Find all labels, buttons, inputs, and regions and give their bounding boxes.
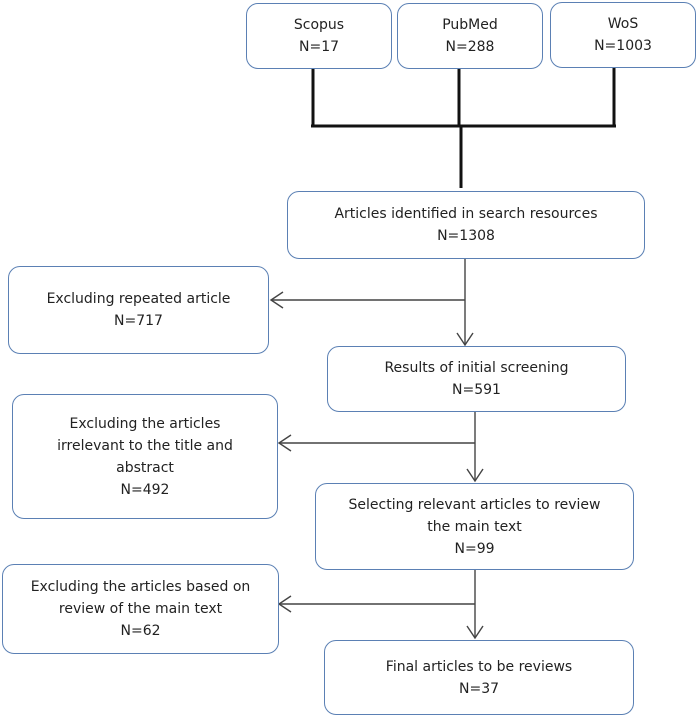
excluded-main-text-box: Excluding the articles based on review o… <box>2 564 279 654</box>
box-count: N=62 <box>120 623 161 639</box>
box-count: N=1308 <box>437 228 495 244</box>
box-text: Excluding repeated article <box>46 291 231 307</box>
source-name: Scopus <box>293 17 345 33</box>
box-text: irrelevant to the title and <box>57 437 233 454</box>
box-text: Excluding the articles based on <box>30 579 251 595</box>
box-count: N=492 <box>120 481 170 498</box>
box-count: N=99 <box>454 540 495 557</box>
excluded-repeated-box: Excluding repeated article N=717 <box>8 266 269 354</box>
source-scopus: Scopus N=17 <box>246 3 392 69</box>
box-text: the main text <box>427 518 522 535</box>
source-pubmed: PubMed N=288 <box>397 3 543 69</box>
box-count: N=591 <box>452 382 501 398</box>
box-count: N=717 <box>114 313 163 329</box>
box-text: Excluding the articles <box>69 415 221 432</box>
box-text: review of the main text <box>58 601 223 617</box>
source-count: N=1003 <box>594 38 652 54</box>
source-wos: WoS N=1003 <box>550 2 696 68</box>
box-text: Selecting relevant articles to review <box>348 496 601 513</box>
source-count: N=288 <box>445 39 495 55</box>
final-articles-box: Final articles to be reviews N=37 <box>324 640 634 715</box>
box-text: Results of initial screening <box>384 360 569 376</box>
initial-screening-box: Results of initial screening N=591 <box>327 346 626 412</box>
box-count: N=37 <box>458 680 500 697</box>
source-count: N=17 <box>298 39 340 55</box>
selecting-box: Selecting relevant articles to review th… <box>315 483 634 570</box>
box-text: abstract <box>116 459 174 476</box>
source-name: PubMed <box>442 17 498 33</box>
excluded-irrelevant-box: Excluding the articles irrelevant to the… <box>12 394 278 519</box>
source-name: WoS <box>607 16 639 32</box>
identified-box: Articles identified in search resources … <box>287 191 645 259</box>
box-text: Articles identified in search resources <box>334 206 598 222</box>
box-text: Final articles to be reviews <box>385 658 573 675</box>
